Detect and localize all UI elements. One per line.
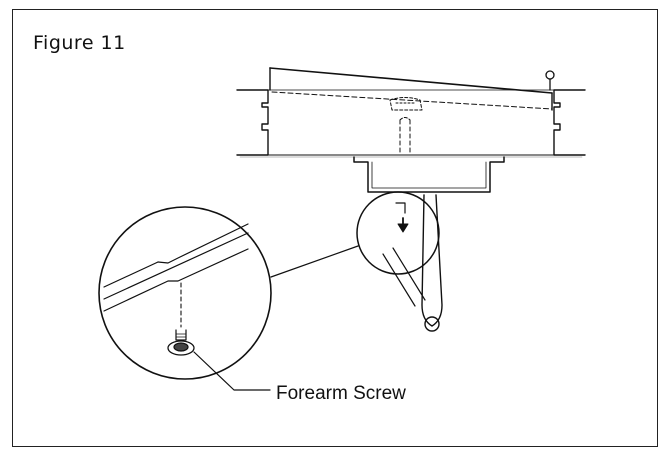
forearm: [421, 194, 443, 332]
leader-line: [270, 245, 359, 278]
ceiling-joists: [236, 89, 586, 158]
detail-circle-small: [356, 191, 440, 307]
forearm-screw-icon: [167, 329, 195, 356]
figure-title: Figure 11: [33, 32, 126, 54]
canopy-plate: [269, 67, 555, 156]
detail-circle-large: [98, 206, 272, 391]
motor-housing: [353, 156, 505, 193]
forearm-screw-label: Forearm Screw: [276, 383, 406, 404]
